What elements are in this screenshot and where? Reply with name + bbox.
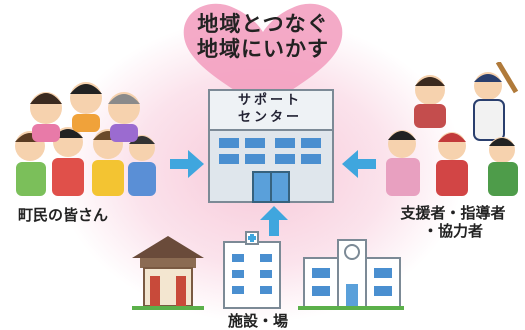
heart-icon <box>183 3 343 109</box>
support-center-building <box>208 89 334 203</box>
supporters-illustration <box>386 62 519 196</box>
arrow-right-icon <box>170 150 204 178</box>
supporters-line-1: 支援者・指導者 <box>400 204 506 222</box>
facilities-illustration <box>132 231 404 310</box>
center-title: サポート センター <box>214 92 326 126</box>
supporters-line-2: ・協力者 <box>422 222 483 240</box>
school-icon <box>298 239 404 310</box>
facilities-label: 施設・場 <box>228 312 289 330</box>
heart-line-2: 地域にいかす <box>197 37 329 61</box>
arrow-left-icon <box>342 150 376 178</box>
heart-caption: 地域とつなぐ 地域にいかす <box>178 12 348 62</box>
arrow-up-icon <box>260 206 288 236</box>
center-line-2: センター <box>237 110 302 125</box>
townspeople-label: 町民の皆さん <box>18 206 109 224</box>
heart-line-1: 地域とつなぐ <box>197 12 329 36</box>
center-line-1: サポート <box>237 93 302 108</box>
hospital-icon <box>223 231 281 309</box>
townspeople-illustration <box>15 82 156 196</box>
temple-icon <box>132 236 204 310</box>
supporters-label: 支援者・指導者 ・協力者 <box>381 204 525 240</box>
